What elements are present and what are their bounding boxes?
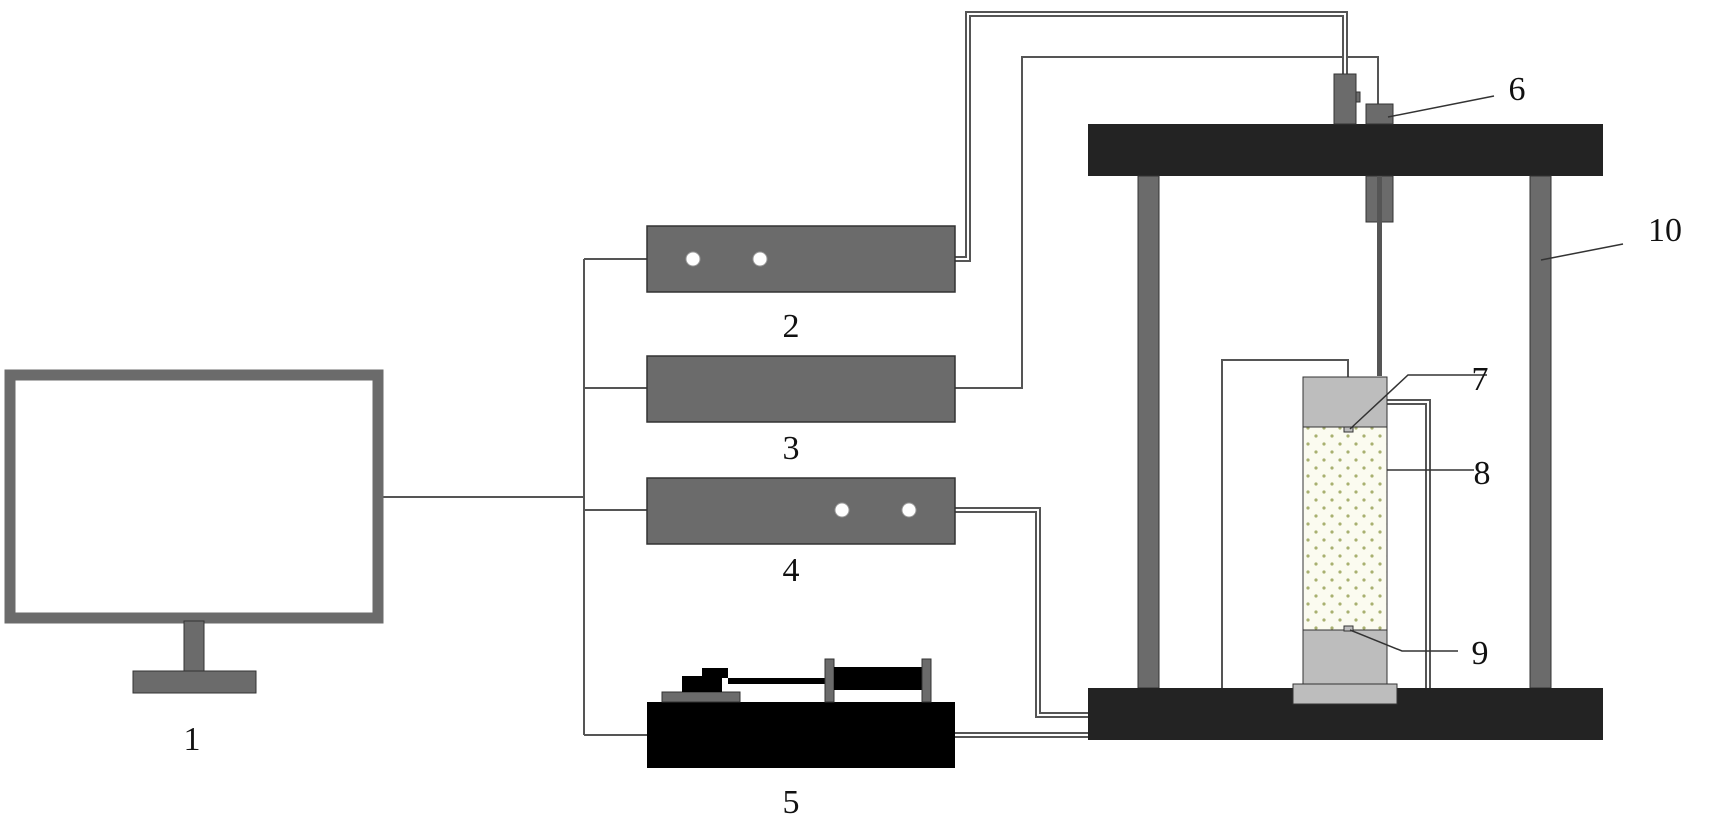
leader-lines [1349,95,1624,652]
label-5: 5 [783,784,800,821]
label-4: 4 [783,552,800,589]
control-unit-2 [646,225,956,293]
knob-icon [834,502,850,518]
label-6: 6 [1509,71,1526,108]
sample-column [1292,376,1398,705]
knob-icon [752,251,768,267]
leader-7 [1349,374,1487,430]
knob-icon [685,251,701,267]
leader-9 [1349,629,1458,652]
syringe-pump [647,658,955,768]
label-9: 9 [1472,635,1489,672]
knob-icon [901,502,917,518]
upper-probe-7 [1343,426,1354,433]
soil-sample [1302,426,1388,631]
label-7: 7 [1472,361,1489,398]
top-actuator-sensor [1333,73,1394,376]
lower-probe-9 [1343,625,1354,632]
label-1: 1 [184,721,201,758]
control-unit-3 [646,355,956,423]
label-2: 2 [783,308,800,345]
label-10: 10 [1648,212,1682,249]
leader-6 [1387,95,1495,118]
wire-3-to-sensor-6 [955,56,1379,389]
loading-frame [1088,124,1603,740]
label-8: 8 [1474,455,1491,492]
control-unit-4 [646,477,956,545]
leader-10 [1540,243,1624,261]
computer-monitor [4,369,384,694]
label-3: 3 [783,430,800,467]
